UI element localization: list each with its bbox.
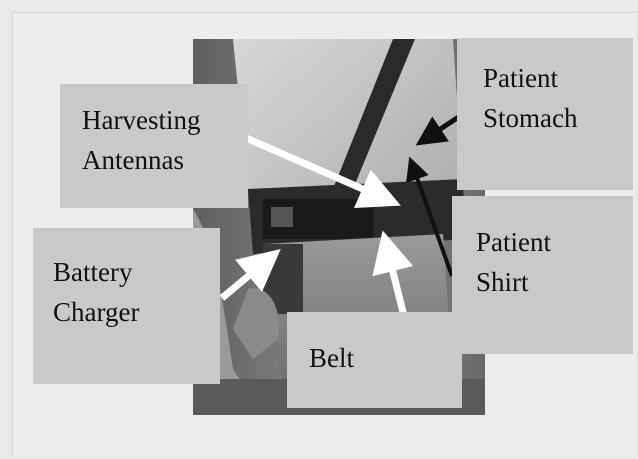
label-harvesting-antennas-line2: Antennas bbox=[82, 140, 248, 180]
label-patient-stomach-line1: Patient bbox=[483, 58, 633, 98]
label-harvesting-antennas-line1: Harvesting bbox=[82, 100, 248, 140]
label-patient-shirt-line1: Patient bbox=[476, 222, 633, 262]
label-patient-shirt: Patient Shirt bbox=[452, 196, 633, 354]
label-battery-charger-line2: Charger bbox=[53, 292, 220, 332]
label-belt: Belt bbox=[287, 312, 462, 408]
label-patient-stomach: Patient Stomach bbox=[457, 38, 633, 190]
label-belt-text: Belt bbox=[309, 338, 462, 378]
label-harvesting-antennas: Harvesting Antennas bbox=[60, 84, 248, 208]
label-patient-stomach-line2: Stomach bbox=[483, 98, 633, 138]
label-battery-charger: Battery Charger bbox=[33, 228, 220, 384]
label-patient-shirt-line2: Shirt bbox=[476, 262, 633, 302]
label-battery-charger-line1: Battery bbox=[53, 252, 220, 292]
